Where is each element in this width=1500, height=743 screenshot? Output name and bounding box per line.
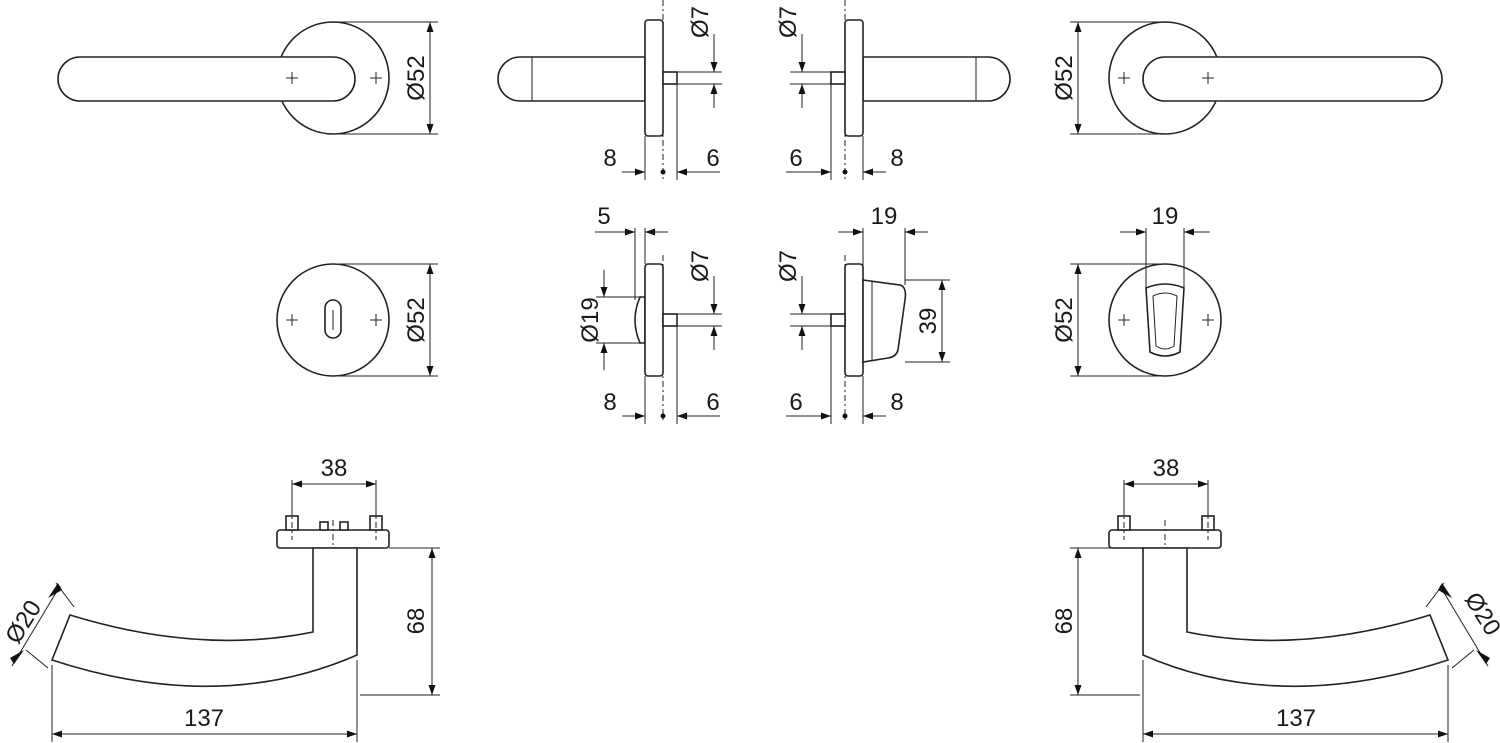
screw-mark: [1118, 72, 1130, 84]
dim-left-offset: 8: [890, 145, 903, 172]
turn-rose-front: Ø52: [276, 263, 438, 377]
dim-lever-diameter: Ø20: [0, 596, 47, 649]
dim-rose-diameter: Ø52: [403, 55, 430, 100]
dim-right-offset: 6: [789, 389, 802, 416]
dim-rose-diameter: Ø52: [1051, 297, 1078, 342]
dim-left-offset: 8: [890, 389, 903, 416]
turn-knob-side: 5 Ø19 Ø7 8 6: [577, 203, 722, 424]
lever-rose-front-left: Ø52: [57, 21, 438, 135]
dim-spindle-diameter: Ø7: [687, 6, 714, 38]
lever-side-left: Ø7 8 6: [497, 0, 722, 180]
dim-left-offset: 8: [603, 389, 616, 416]
dim-right-offset: 6: [789, 145, 802, 172]
screw-mark: [286, 314, 298, 326]
screw-mark: [1202, 72, 1214, 84]
dim-spindle-diameter: Ø7: [687, 250, 714, 282]
dim-lever-height: 68: [403, 608, 430, 635]
dim-lever-length: 137: [184, 705, 224, 732]
lever-top-view-right: 38 68 137 Ø20: [1051, 455, 1500, 742]
dim-lever-diameter: Ø20: [1459, 588, 1500, 641]
lever-rose-front-right: Ø52: [1051, 21, 1443, 135]
dim-fixing-spacing: 38: [1153, 455, 1180, 482]
screw-mark: [1202, 314, 1214, 326]
dim-right-offset: 6: [706, 389, 719, 416]
screw-mark: [1118, 314, 1130, 326]
turn-rose-front-release: 19 Ø52: [1051, 203, 1222, 377]
lever-top-view-left: 38 68 137 Ø20: [0, 455, 440, 742]
dim-right-offset: 6: [706, 145, 719, 172]
dim-turn-knob-diameter: Ø19: [577, 297, 604, 342]
screw-mark: [286, 72, 298, 84]
dim-turn-height: 39: [915, 308, 942, 335]
dim-rose-diameter: Ø52: [1051, 55, 1078, 100]
dim-knob-depth: 5: [597, 203, 610, 230]
dim-spindle-diameter: Ø7: [775, 250, 802, 282]
screw-mark: [370, 72, 382, 84]
screw-mark: [370, 314, 382, 326]
release-side: 19 39 Ø7 6 8: [775, 203, 950, 424]
dim-left-offset: 8: [603, 145, 616, 172]
lever-side-right: Ø7 6 8: [775, 0, 1011, 180]
dim-lever-height: 68: [1051, 608, 1078, 635]
dim-turn-width: 19: [871, 203, 898, 230]
dim-fixing-spacing: 38: [321, 455, 348, 482]
dim-spindle-diameter: Ø7: [775, 6, 802, 38]
dim-turn-width: 19: [1152, 203, 1179, 230]
dim-lever-length: 137: [1276, 705, 1316, 732]
dim-rose-diameter: Ø52: [403, 297, 430, 342]
